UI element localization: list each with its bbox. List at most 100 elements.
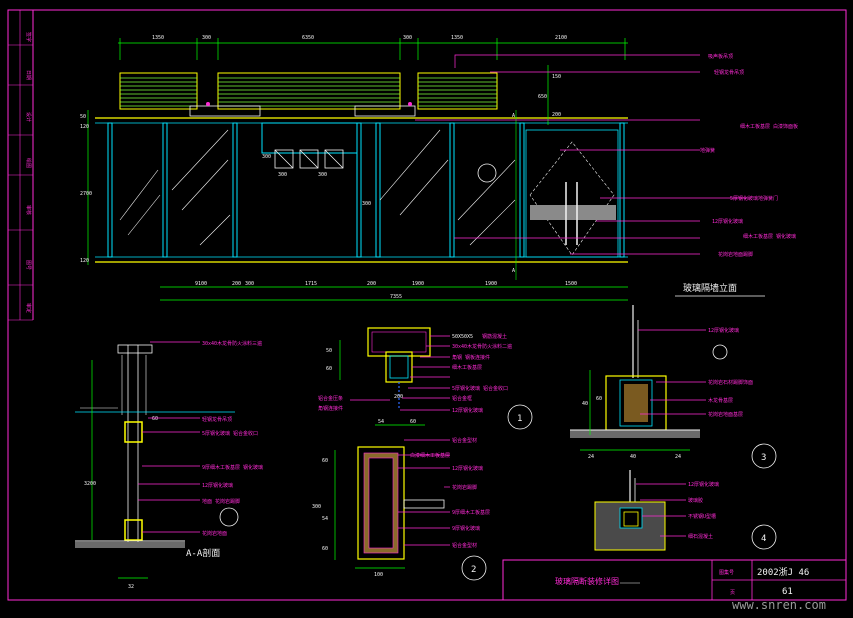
d1-dim: 200 [394, 394, 403, 400]
section-marker: A [512, 268, 515, 274]
d3-dim: 24 [675, 454, 681, 460]
elevation-note: 轻钢龙骨吊顶 [714, 69, 744, 76]
d1-note: 5厚钢化玻璃 铝合金收口 [452, 385, 508, 392]
glass-reflection-lines [119, 129, 516, 246]
side-label: 审定 [25, 303, 32, 313]
elevation-view: 1350 300 6350 300 1350 2100 [80, 35, 798, 301]
detail-3: 40 24 40 24 60 12厚钢化玻璃 花岗岩石材踢脚饰面 木龙骨基层 花… [570, 305, 777, 469]
aa-top-note: 30x40木龙骨防火涂料三遍 [202, 340, 262, 347]
set-number: 2002浙J 46 [757, 566, 809, 578]
d2-note: 9厚钢化玻璃 [452, 525, 480, 532]
drawing-frame [7, 9, 847, 601]
aa-note: 12厚钢化玻璃 [202, 482, 233, 489]
bottom-dim: 9100 [195, 281, 207, 287]
d4-note: 12厚钢化玻璃 [688, 481, 719, 488]
left-dim: 2700 [80, 191, 92, 197]
elevation-note: 细木工板基层 钢化玻璃 [743, 233, 796, 240]
top-dim: 1350 [152, 35, 164, 41]
d2-dim: 100 [374, 572, 383, 578]
aa-note: 花岗岩地面 [202, 530, 227, 537]
section-marker: A [512, 113, 515, 119]
d3-number: 3 [761, 453, 766, 463]
d4-note: 不锈钢U型槽 [688, 513, 716, 520]
d3-note: 花岗岩石材踢脚饰面 [708, 379, 753, 386]
side-label: 图号 [25, 260, 31, 270]
aa-dim: 60 [152, 416, 158, 422]
bottom-dim: 1900 [412, 281, 424, 287]
side-label: 设计 [25, 112, 32, 122]
aa-dim: 32 [128, 584, 134, 590]
side-strip-cells [8, 44, 33, 286]
d1-left-note: 角钢连接件 [318, 405, 343, 412]
d2-dim: 60 [322, 546, 328, 552]
d1-dim: 60 [326, 366, 332, 372]
bottom-dim: 1500 [565, 281, 577, 287]
d1-dim: 54 [378, 419, 384, 425]
d2-dim: 300 [312, 504, 321, 510]
drawing-title: 玻璃隔断装修详图 [555, 576, 619, 586]
elevation-title: 玻璃隔墙立面 [683, 282, 737, 294]
label-set-number: 图集号 [719, 569, 734, 576]
bottom-dim: 200 [232, 281, 241, 287]
title-block: 玻璃隔断装修详图 图集号 2002浙J 46 页 61 [502, 559, 847, 601]
elevation-leaders [415, 54, 750, 255]
mid-dim: 300 [362, 201, 371, 207]
d2-note: 铝合金型材 [452, 542, 477, 549]
d1-dim: 50 [326, 348, 332, 354]
side-label: 日期 [25, 70, 31, 80]
d4-note: 细石混凝土 [688, 533, 713, 540]
total-dim: 7355 [390, 294, 402, 300]
d2-dim: 54 [322, 516, 328, 522]
detail-aa: 3200 60 32 30x40木龙骨防火涂料三遍 轻钢龙骨吊顶 5厚钢化玻璃 … [75, 340, 263, 590]
d3-note: 12厚钢化玻璃 [708, 327, 739, 334]
d2-note: 铝合金型材 [452, 437, 477, 444]
page-number: 61 [782, 587, 793, 597]
right-dim: 150 [552, 74, 561, 80]
elevation-note: 花岗岩地面踢脚 [718, 251, 753, 258]
aa-dim: 3200 [84, 481, 96, 487]
aa-title: A-A剖面 [186, 547, 220, 559]
d1-note: 钢筋混凝土 [482, 333, 507, 340]
d1-dim: 60 [410, 419, 416, 425]
top-dim-ticks [119, 38, 626, 60]
d2-note: 花岗岩踢脚 [452, 484, 477, 491]
side-label: 签字 [25, 32, 32, 42]
d1-number: 1 [517, 414, 522, 424]
elevation-note: 12厚钢化玻璃 [712, 218, 743, 225]
aa-note: 5厚钢化玻璃 铝合金收口 [202, 430, 258, 437]
d3-dim: 60 [596, 396, 602, 402]
watermark: www.snren.com [732, 598, 826, 612]
left-dim: 50 [80, 114, 86, 120]
glass-door [525, 129, 619, 258]
d1-top-label: 50X50X5 [452, 334, 473, 340]
bottom-dim: 1900 [485, 281, 497, 287]
top-dim: 300 [202, 35, 211, 41]
label-page: 页 [730, 590, 735, 596]
elevation-note: 地弹簧 [700, 147, 715, 154]
vent-panels [274, 149, 344, 169]
ceiling-panels [119, 72, 498, 117]
side-label: 绘图 [25, 158, 32, 168]
elevation-note: 5厚钢化玻璃地弹簧门 [730, 195, 778, 202]
bottom-dim: 1715 [305, 281, 317, 287]
side-strip-labels: 签字 日期 设计 绘图 审核 图号 审定 [25, 32, 32, 313]
left-dim: 120 [80, 258, 89, 264]
right-dim: 650 [538, 94, 547, 100]
side-label: 审核 [25, 205, 32, 215]
d2-dim: 60 [322, 458, 328, 464]
top-dim: 6350 [302, 35, 314, 41]
mid-dim: 300 [278, 172, 287, 178]
detail-4: 12厚钢化玻璃 玻璃胶 不锈钢U型槽 细石混凝土 4 [594, 470, 777, 551]
d1-note: 12厚钢化玻璃 [452, 407, 483, 414]
d2-note: 9厚细木工板基层 [452, 509, 490, 516]
right-dim: 200 [552, 112, 561, 118]
detail-1: 50 60 200 54 60 50X50X5 30x40木龙骨防火涂料二遍 铝… [318, 327, 533, 430]
detail-2: 60 300 54 60 100 铝合金型材 白漆细木工板基层 12厚钢化玻璃 … [312, 437, 490, 581]
d2-number: 2 [471, 565, 476, 575]
d1-note: 铝合金框 [452, 395, 472, 402]
d1-note: 角钢 钢板连接件 [452, 354, 490, 361]
d4-number: 4 [761, 534, 766, 544]
aa-note: 9厚细木工板基层 钢化玻璃 [202, 464, 263, 471]
elevation-note: 吸声板吊顶 [708, 53, 733, 60]
